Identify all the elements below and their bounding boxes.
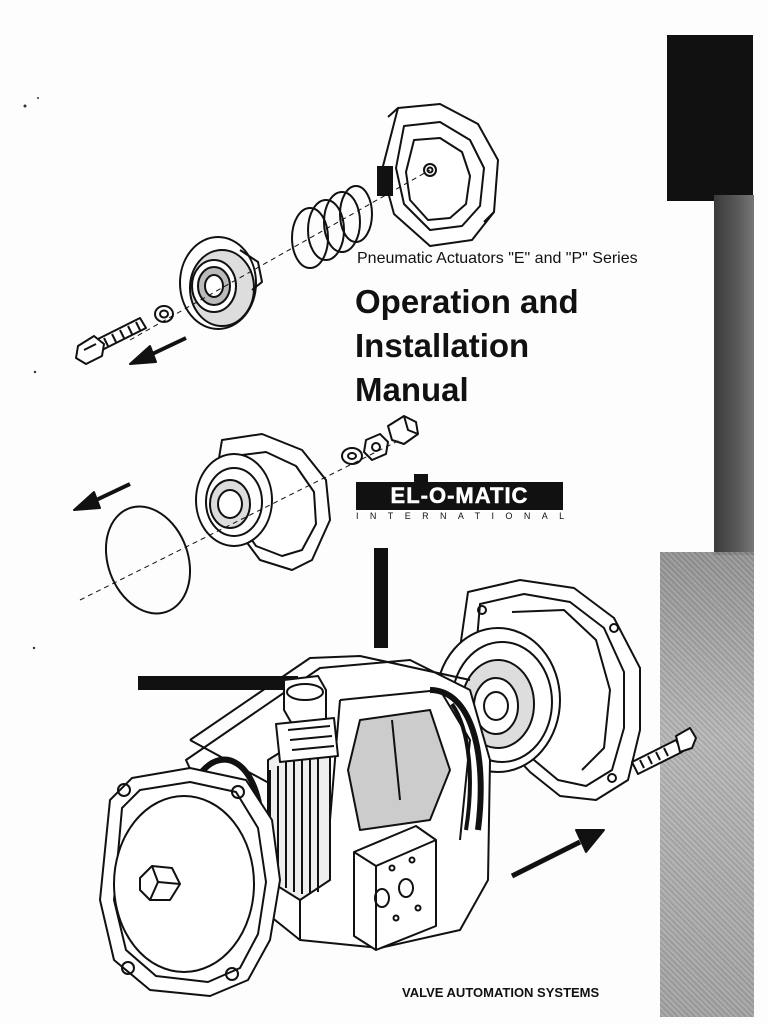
- scan-specks: [23, 97, 39, 650]
- middle-fasteners: [341, 415, 419, 465]
- right-end-cap: [435, 579, 641, 801]
- brand-logo-subtext: INTERNATIONAL: [356, 511, 576, 521]
- top-bolt: [75, 305, 174, 365]
- front-end-cap: [99, 767, 281, 997]
- o-ring: [104, 505, 192, 615]
- middle-end-cap: [195, 433, 331, 571]
- arrow-insert-right: [510, 829, 605, 879]
- scan-edge-mid-band: [714, 195, 754, 555]
- upper-piston: [179, 236, 263, 330]
- brand-logo: EL-O-MATIC: [356, 482, 563, 510]
- scan-edge-grey-band: [660, 552, 754, 1017]
- black-bar-horizontal: [138, 676, 298, 690]
- logo-tab: [414, 474, 428, 482]
- title-line-2: Installation: [355, 327, 530, 364]
- scan-edge-dark-band: [667, 35, 753, 201]
- spring: [291, 185, 373, 269]
- manual-title: Operation and Installation Manual: [355, 280, 579, 412]
- right-bolt: [631, 727, 697, 775]
- arrow-remove-top: [129, 336, 187, 365]
- assembly-axis-lines: [79, 169, 431, 601]
- title-line-1: Operation and: [355, 283, 579, 320]
- solenoid-mount-block: [353, 825, 437, 951]
- scan-edge-noise: [660, 552, 754, 1017]
- brand-logo-text: EL-O-MATIC: [390, 483, 529, 509]
- black-bar-vertical: [374, 548, 388, 648]
- title-line-3: Manual: [355, 371, 469, 408]
- top-end-cap: [377, 103, 499, 247]
- arrow-remove-middle: [73, 482, 131, 511]
- manual-subtitle: Pneumatic Actuators "E" and "P" Series: [357, 250, 638, 267]
- footer-tagline: VALVE AUTOMATION SYSTEMS: [402, 985, 600, 1000]
